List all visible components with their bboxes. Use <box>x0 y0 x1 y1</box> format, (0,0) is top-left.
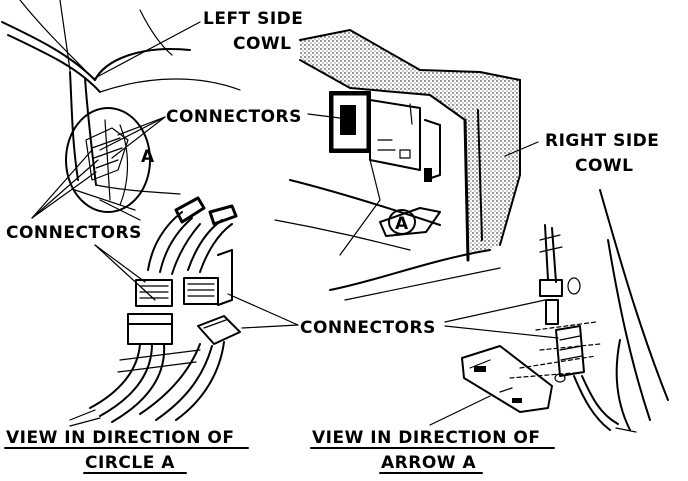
connectors-label-left: CONNECTORS <box>6 223 142 243</box>
right-side-cowl-label-line2: COWL <box>575 156 634 176</box>
bottom-connectors-leaders <box>227 293 559 339</box>
left-cowl-panel <box>1 0 241 195</box>
left-side-cowl-label-line1: LEFT SIDE <box>203 9 303 29</box>
right-cowl-panel: A <box>274 29 521 301</box>
caption-arrow-view: VIEW IN DIRECTION OF ARROW A <box>310 428 555 474</box>
connectors-label-top: CONNECTORS <box>166 107 302 127</box>
caption-arrow-view-line2: ARROW A <box>381 453 476 473</box>
caption-circle-view: VIEW IN DIRECTION OF CIRCLE A <box>4 428 249 474</box>
left-leader-lines <box>31 21 201 219</box>
circle-view-harness <box>69 196 241 427</box>
right-cowl-leaders <box>307 113 539 157</box>
circle-view-leaders <box>94 244 156 301</box>
caption-arrow-view-line1: VIEW IN DIRECTION OF <box>312 428 540 448</box>
arrow-view-detail <box>429 189 669 433</box>
circle-a-marker: A <box>141 147 155 167</box>
connectors-label-bottom: CONNECTORS <box>300 318 436 338</box>
caption-circle-view-line1: VIEW IN DIRECTION OF <box>6 428 234 448</box>
right-side-cowl-label-line1: RIGHT SIDE <box>545 131 659 151</box>
caption-circle-view-line2: CIRCLE A <box>85 453 175 473</box>
arrow-a-marker: A <box>395 214 409 234</box>
circle-a-detail: A <box>65 107 155 221</box>
left-side-cowl-label-line2: COWL <box>233 34 292 54</box>
